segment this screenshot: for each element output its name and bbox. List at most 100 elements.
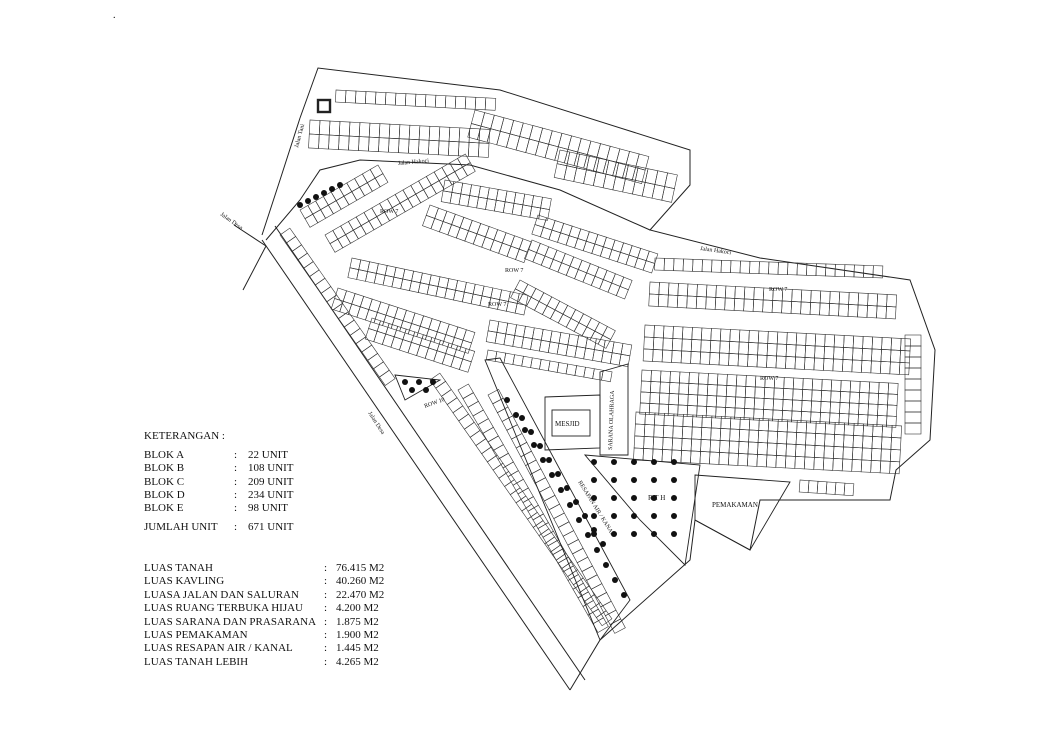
lot-cell bbox=[302, 261, 320, 278]
lot-cell bbox=[562, 530, 579, 546]
lot-cell bbox=[877, 404, 888, 417]
square-marker bbox=[316, 98, 332, 114]
lot-cell bbox=[515, 248, 529, 263]
lot-cell bbox=[448, 127, 461, 143]
lot-cell bbox=[766, 442, 778, 456]
lot-cell bbox=[468, 220, 482, 235]
lot-cell bbox=[871, 348, 882, 362]
lot-cell bbox=[438, 140, 450, 156]
lot-cell bbox=[814, 445, 825, 459]
area-row: LUAS TANAH LEBIH:4.265 M2 bbox=[144, 656, 406, 669]
lot-cell bbox=[590, 275, 604, 290]
legend-key: BLOK E bbox=[144, 502, 184, 515]
area-row: LUAS KAVLING:40.260 M2 bbox=[144, 575, 406, 588]
lot-cell bbox=[407, 193, 422, 208]
lot-cell bbox=[711, 259, 722, 273]
lot-cell bbox=[471, 109, 486, 127]
lot-cell bbox=[762, 299, 774, 313]
lot-cell bbox=[672, 326, 684, 340]
row-label-3: ROW 7 bbox=[488, 302, 506, 308]
small-green-triangle bbox=[394, 374, 442, 401]
lot-cell bbox=[718, 452, 730, 466]
lot-cell bbox=[582, 240, 596, 254]
lot-cell bbox=[540, 226, 553, 240]
lot-cell bbox=[596, 143, 611, 161]
lot-cell bbox=[777, 261, 789, 275]
lot-cell bbox=[671, 338, 683, 352]
resapan-area bbox=[484, 357, 631, 641]
lot-cell bbox=[719, 440, 730, 454]
lot-cell bbox=[546, 296, 561, 311]
lot-cell bbox=[649, 392, 661, 405]
lot-cell bbox=[514, 279, 529, 294]
lot-cell bbox=[332, 302, 349, 319]
lot-cell bbox=[709, 451, 720, 465]
tree-icon bbox=[522, 427, 528, 433]
lot-cell bbox=[361, 169, 376, 184]
lot-cell bbox=[699, 351, 711, 365]
corner-mark: . bbox=[113, 10, 116, 21]
lot-cell bbox=[581, 565, 598, 581]
lot-cell bbox=[785, 356, 796, 370]
lot-cell bbox=[659, 381, 671, 394]
lot-cell bbox=[737, 453, 749, 467]
lot-cell bbox=[430, 218, 444, 233]
lot-cell bbox=[876, 305, 887, 319]
lot-cell bbox=[351, 186, 365, 201]
lot-cell bbox=[462, 392, 479, 408]
lot-cell bbox=[583, 154, 598, 172]
lot-cell bbox=[469, 430, 487, 446]
legend-value: 671 UNIT bbox=[248, 521, 294, 534]
lot-cell bbox=[757, 342, 769, 356]
lot-cell bbox=[758, 261, 770, 275]
lot-cell bbox=[668, 382, 680, 395]
lot-strip bbox=[324, 153, 476, 253]
lot-cell bbox=[848, 292, 860, 306]
lot-cell bbox=[767, 430, 778, 444]
lot-cell bbox=[824, 433, 835, 447]
area-key: LUAS TANAH LEBIH bbox=[144, 655, 249, 668]
jalan-desa-main-label: Jalan Desa bbox=[366, 411, 385, 436]
tree-icon bbox=[504, 397, 510, 403]
lot-cell bbox=[482, 426, 499, 443]
lot-cell bbox=[823, 358, 834, 372]
lot-cell bbox=[468, 128, 481, 144]
lot-cell bbox=[560, 222, 573, 237]
lot-cell bbox=[847, 304, 859, 318]
lot-cell bbox=[599, 279, 613, 293]
lot-cell bbox=[601, 369, 613, 383]
lot-cell bbox=[747, 441, 759, 455]
lot-cell bbox=[532, 252, 546, 266]
lot-cell bbox=[706, 395, 718, 408]
lot-cell bbox=[776, 443, 787, 457]
lot-cell bbox=[821, 379, 833, 392]
lot-cell bbox=[829, 401, 841, 414]
lot-cell bbox=[430, 180, 445, 195]
area-value: 4.265 M2 bbox=[336, 655, 379, 668]
lot-cell bbox=[428, 125, 441, 142]
lot-cell bbox=[538, 292, 553, 307]
lot-cell bbox=[552, 249, 566, 264]
lot-cell bbox=[602, 159, 617, 177]
lot-cell bbox=[807, 480, 819, 494]
lot-cell bbox=[633, 447, 644, 461]
lot-cell bbox=[651, 184, 666, 201]
lot-cell bbox=[776, 331, 788, 345]
lot-strip bbox=[485, 349, 613, 383]
lot-cell bbox=[320, 204, 334, 219]
lot-cell bbox=[775, 355, 787, 369]
lot-cell bbox=[848, 402, 860, 415]
tree-icon bbox=[631, 477, 637, 483]
lot-cell bbox=[662, 425, 674, 439]
lot-cell bbox=[399, 198, 414, 213]
lot-cell bbox=[803, 456, 815, 470]
lot-cell bbox=[599, 246, 613, 260]
lot-cell bbox=[510, 235, 524, 250]
legend-row-total: JUMLAH UNIT:671 UNIT bbox=[144, 521, 308, 534]
lot-cell bbox=[590, 602, 607, 618]
lot-cell bbox=[861, 360, 872, 374]
lot-cell bbox=[839, 391, 851, 404]
lot-cell bbox=[570, 309, 584, 324]
lot-cell bbox=[719, 340, 731, 354]
lot-cell bbox=[809, 302, 821, 316]
